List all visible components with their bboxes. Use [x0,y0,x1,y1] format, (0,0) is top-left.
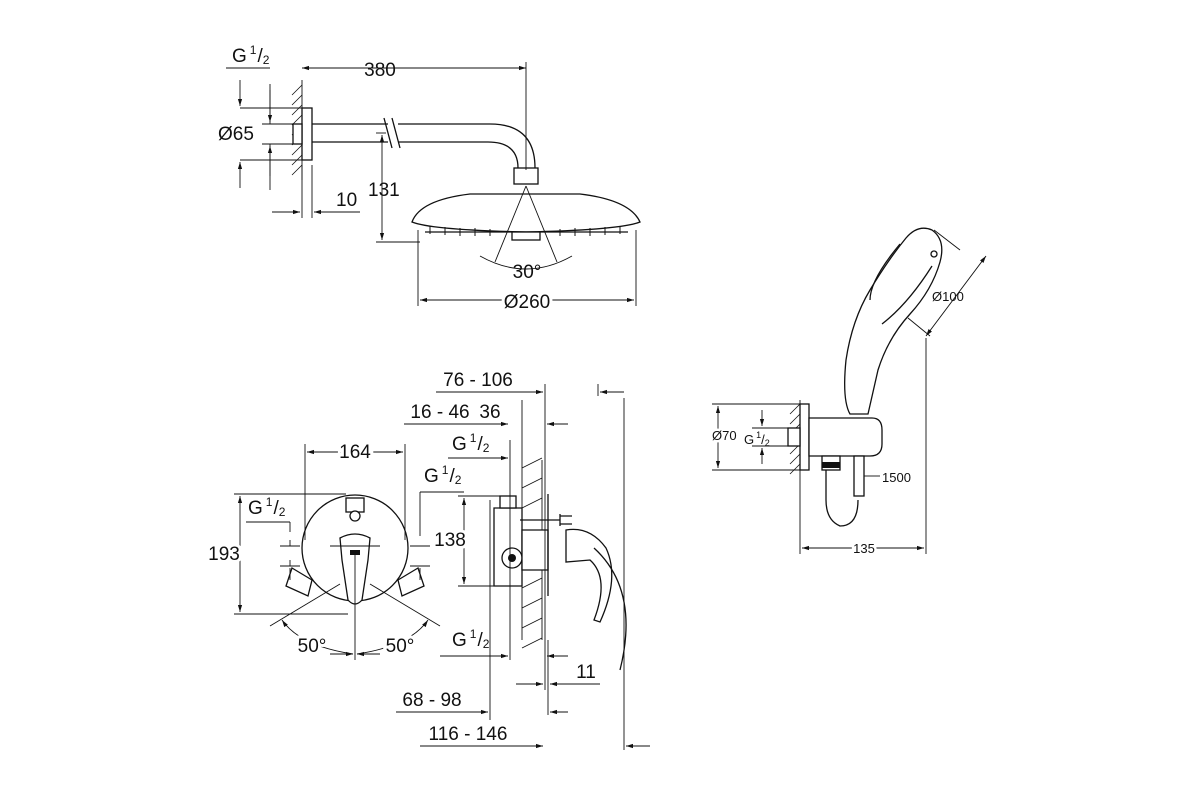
shower-head [411,193,641,233]
arm-length-label: 380 [364,60,396,81]
break-mark [383,117,401,149]
hose-length-label: 1500 [882,470,911,485]
mixer-height-label: 193 [208,544,240,565]
depth-range-b-label: 16 - 46 [410,402,469,423]
right-valve [397,567,425,597]
depth-range-e-label: 68 - 98 [402,690,461,711]
mixer-lever-side [565,528,613,623]
hand-shower-diameter-label: Ø100 [932,289,964,304]
wall-flange [301,107,313,161]
depth-d-label: 11 [576,662,596,683]
angle-left-label: 50° [298,636,327,657]
ball-joint [513,167,539,185]
flange-diameter-label: Ø65 [218,124,254,145]
wall-offset-label: 10 [336,190,357,211]
projection-label: 135 [853,541,875,556]
mixer-spindle [520,514,572,526]
depth-range-a-label: 76 - 106 [443,370,513,391]
mixer-width-label: 164 [339,442,371,463]
hand-shower [844,227,943,415]
depth-c-label: 36 [479,402,500,423]
height-label: 131 [368,180,400,201]
elbow-diameter-label: Ø70 [712,428,737,443]
wall-outlet-flange [799,403,810,471]
head-diameter-label: Ø260 [504,292,550,313]
depth-range-f-label: 116 - 146 [429,724,508,745]
hose [825,470,859,527]
wall-outlet-elbow [808,417,883,457]
body-height-label: 138 [434,530,466,551]
thread-connector [292,123,303,145]
angle-right-label: 50° [386,636,415,657]
shower-arm-bend [398,123,536,169]
shower-head-nozzle [511,231,541,241]
left-valve [285,567,313,597]
shower-arm [312,123,388,143]
mixer-body [493,507,523,587]
mixer-top-knob [345,497,365,513]
tilt-angle-label: 30° [513,262,542,283]
